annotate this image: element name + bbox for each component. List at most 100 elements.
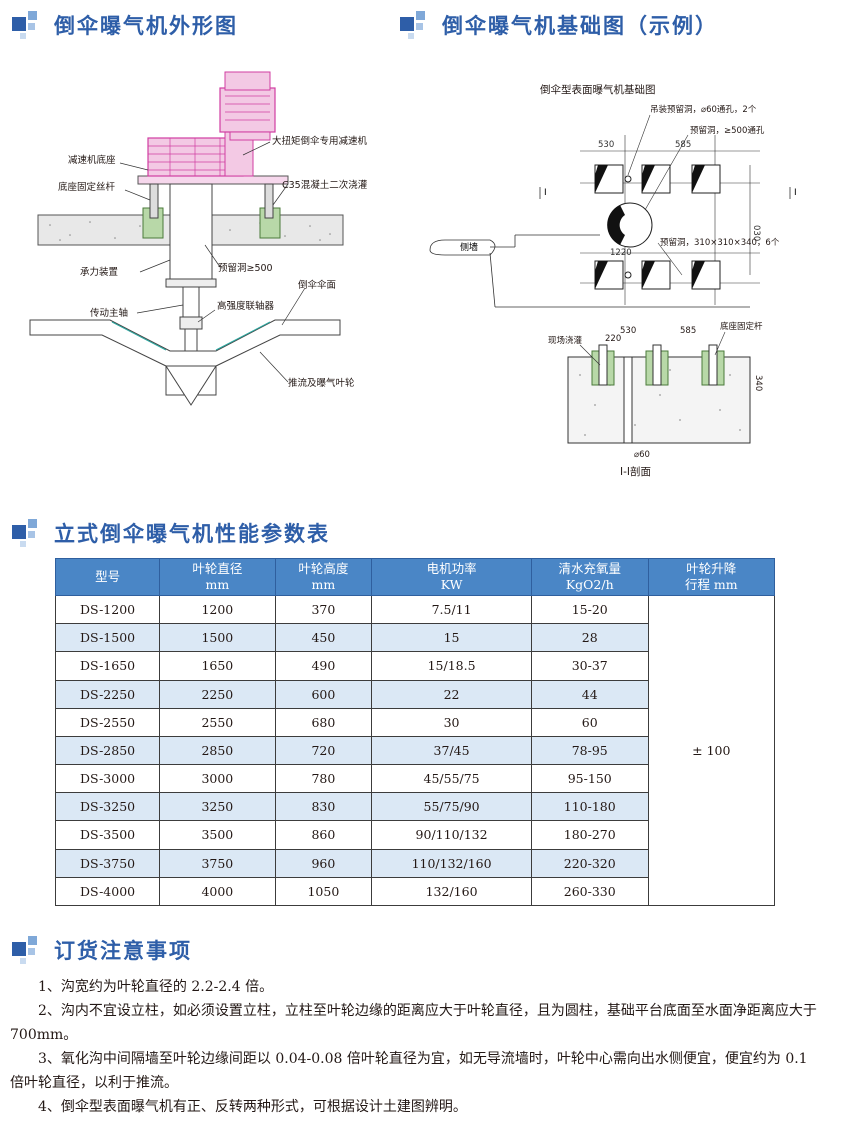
cell-oxygen: 260-330 — [530, 876, 649, 907]
table-row: DS-1500 1500 450 15 28 — [54, 623, 775, 653]
cell-oxygen: 78-95 — [530, 735, 649, 766]
cell-model: DS-1500 — [54, 623, 161, 653]
label-coupling: 高强度联轴器 — [217, 300, 275, 312]
cell-model: DS-2550 — [54, 707, 161, 737]
cell-diameter: 2850 — [159, 735, 276, 766]
label-wall: 侧墙 — [460, 241, 478, 253]
cell-oxygen: 60 — [530, 707, 649, 737]
cell-height: 680 — [274, 707, 373, 737]
cell-oxygen: 44 — [530, 679, 649, 709]
cell-diameter: 3250 — [159, 792, 276, 822]
cell-power: 110/132/160 — [371, 848, 532, 878]
cell-height: 830 — [274, 792, 373, 822]
cell-diameter: 1500 — [159, 623, 276, 653]
table-row: DS-4000 4000 1050 132/160 260-330 — [54, 876, 775, 907]
cell-oxygen: 220-320 — [530, 848, 649, 878]
foundation-drawing-title: 倒伞型表面曝气机基础图 — [540, 83, 656, 96]
cell-power: 37/45 — [371, 735, 532, 766]
label-concrete: C35混凝土二次浇灌 — [282, 179, 368, 191]
header-cell: 型号 — [54, 558, 161, 596]
cell-oxygen: 28 — [530, 623, 649, 653]
cell-oxygen: 30-37 — [530, 651, 649, 681]
cell-oxygen: 95-150 — [530, 764, 649, 794]
blue-squares-icon — [12, 936, 44, 964]
table-row: DS-2250 2250 600 22 44 — [54, 679, 775, 709]
cell-oxygen: 180-270 — [530, 820, 649, 850]
cell-diameter: 1650 — [159, 651, 276, 681]
cell-height: 370 — [274, 594, 373, 625]
order-notes: 1、沟宽约为叶轮直径的 2.2-2.4 倍。 2、沟内不宜设立柱，如必须设置立柱… — [10, 975, 825, 1119]
cell-diameter: 1200 — [159, 594, 276, 625]
dim-030: 030 — [751, 225, 761, 241]
cell-power: 90/110/132 — [371, 820, 532, 850]
cell-diameter: 4000 — [159, 876, 276, 907]
section-mark-right: I — [794, 188, 797, 198]
label-impeller: 推流及曝气叶轮 — [288, 377, 355, 389]
cell-diameter: 3000 — [159, 764, 276, 794]
cell-power: 45/55/75 — [371, 764, 532, 794]
label-anchor-bolt: 底座固定丝杆 — [58, 181, 116, 193]
cell-model: DS-2850 — [54, 735, 161, 766]
dim-220: 220 — [605, 334, 621, 344]
outline-title: 倒伞曝气机外形图 — [54, 14, 238, 38]
section-header-notes: 订货注意事项 — [12, 935, 192, 965]
section-header-outline: 倒伞曝气机外形图 — [12, 10, 238, 40]
cell-power: 30 — [371, 707, 532, 737]
cell-lift-stroke: ± 100 — [647, 595, 776, 906]
label-bearing: 承力装置 — [80, 266, 118, 278]
cell-model: DS-3500 — [54, 820, 161, 850]
label-center-hole: 预留洞，≥500通孔 — [690, 125, 765, 136]
foundation-drawing: 倒伞型表面曝气机基础图 I I — [429, 83, 797, 478]
cell-model: DS-1650 — [54, 651, 161, 681]
cell-height: 1050 — [274, 876, 373, 907]
table-title: 立式倒伞曝气机性能参数表 — [54, 522, 330, 546]
blue-squares-icon — [400, 11, 432, 39]
dim-340: 340 — [753, 375, 763, 391]
foundation-title: 倒伞曝气机基础图（示例） — [442, 14, 718, 38]
outline-drawing: 减速机底座 底座固定丝杆 大扭矩倒伞专用减速机 C35混凝土二次浇灌 承力装置 … — [29, 71, 368, 406]
cell-model: DS-3250 — [54, 792, 161, 822]
cell-model: DS-2250 — [54, 679, 161, 709]
cell-oxygen: 15-20 — [530, 594, 649, 625]
cell-model: DS-1200 — [54, 594, 161, 625]
cell-oxygen: 110-180 — [530, 792, 649, 822]
blue-squares-icon — [12, 11, 44, 39]
cell-diameter: 2250 — [159, 679, 276, 709]
cell-power: 15 — [371, 623, 532, 653]
cell-diameter: 3500 — [159, 820, 276, 850]
dim-585-section: 585 — [680, 326, 696, 336]
cell-height: 490 — [274, 651, 373, 681]
label-lift-hole: 吊装预留洞，⌀60通孔，2个 — [650, 104, 757, 115]
dim-60: ⌀60 — [634, 450, 650, 460]
table-row: DS-1650 1650 490 15/18.5 30-37 — [54, 651, 775, 681]
cell-model: DS-3750 — [54, 848, 161, 878]
cell-height: 720 — [274, 735, 373, 766]
section-header-table: 立式倒伞曝气机性能参数表 — [12, 518, 330, 548]
label-shaft: 传动主轴 — [90, 307, 128, 319]
table-row: DS-3500 3500 860 90/110/132 180-270 — [54, 820, 775, 850]
notes-title: 订货注意事项 — [54, 939, 192, 963]
section-caption: I-I剖面 — [620, 465, 651, 478]
table-row: DS-3750 3750 960 110/132/160 220-320 — [54, 848, 775, 878]
label-reducer: 大扭矩倒伞专用减速机 — [272, 135, 368, 147]
table-row: DS-2850 2850 720 37/45 78-95 — [54, 735, 775, 766]
cell-diameter: 3750 — [159, 848, 276, 878]
cell-model: DS-3000 — [54, 764, 161, 794]
label-side-holes: 预留洞，310×310×340，6个 — [660, 237, 780, 248]
cell-power: 132/160 — [371, 876, 532, 907]
dim-530-plan: 530 — [598, 140, 614, 150]
cell-height: 450 — [274, 623, 373, 653]
section-mark-left: I — [544, 188, 547, 198]
section-header-foundation: 倒伞曝气机基础图（示例） — [400, 10, 718, 40]
cell-power: 15/18.5 — [371, 651, 532, 681]
cell-power: 7.5/11 — [371, 594, 532, 625]
note-item: 1、沟宽约为叶轮直径的 2.2-2.4 倍。 — [38, 979, 274, 995]
label-cast-on-site: 现场浇灌 — [548, 335, 583, 346]
cell-diameter: 2550 — [159, 707, 276, 737]
cell-height: 780 — [274, 764, 373, 794]
